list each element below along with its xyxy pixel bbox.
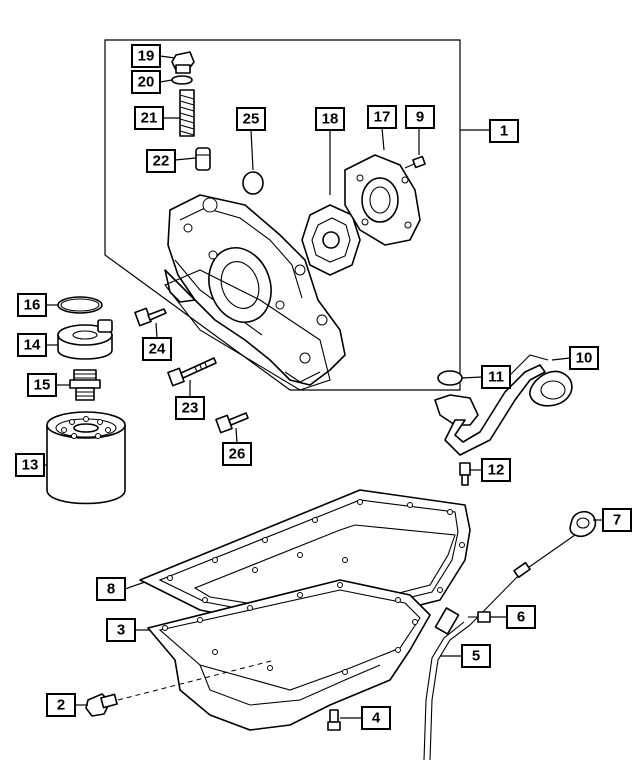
callout-20: 20 xyxy=(131,70,161,94)
bolt-23 xyxy=(167,357,217,387)
callout-22: 22 xyxy=(146,149,176,173)
svg-text:5: 5 xyxy=(472,648,480,665)
svg-text:3: 3 xyxy=(117,622,125,639)
svg-text:14: 14 xyxy=(24,337,41,354)
callout-10: 10 xyxy=(569,346,599,370)
callout-8: 8 xyxy=(96,577,126,601)
dipstick-tube-bolt xyxy=(468,611,491,623)
svg-text:4: 4 xyxy=(372,710,381,727)
oil-pump-gasket xyxy=(164,269,331,391)
leader-17 xyxy=(381,127,385,151)
svg-text:8: 8 xyxy=(107,581,115,598)
svg-text:26: 26 xyxy=(229,446,246,463)
svg-text:11: 11 xyxy=(488,369,504,386)
svg-text:17: 17 xyxy=(374,109,391,126)
callout-23: 23 xyxy=(175,396,205,420)
svg-text:7: 7 xyxy=(613,512,621,529)
svg-text:13: 13 xyxy=(22,457,39,474)
oil-pickup-tube xyxy=(434,354,573,456)
pan-bolt xyxy=(327,709,341,731)
plug-washer xyxy=(171,75,193,85)
pickup-bolt xyxy=(459,462,471,486)
o-ring xyxy=(242,171,264,195)
callout-11: 11 xyxy=(481,365,511,389)
callout-19: 19 xyxy=(131,44,161,68)
oil-dipstick xyxy=(469,510,597,626)
callout-16: 16 xyxy=(17,293,47,317)
svg-text:6: 6 xyxy=(517,609,525,626)
svg-text:18: 18 xyxy=(322,111,339,128)
oil-filter-adapter xyxy=(57,319,113,360)
svg-text:24: 24 xyxy=(149,341,166,358)
svg-text:22: 22 xyxy=(153,153,170,170)
oil-pump-rotor xyxy=(301,204,361,276)
leader-22 xyxy=(174,157,197,161)
svg-text:9: 9 xyxy=(416,109,424,126)
oil-pump-detail-outline xyxy=(104,39,461,391)
callout-21: 21 xyxy=(134,106,164,130)
svg-text:21: 21 xyxy=(141,110,158,127)
callout-15: 15 xyxy=(27,373,57,397)
svg-text:1: 1 xyxy=(500,123,508,140)
bolt-26 xyxy=(215,412,249,434)
callout-14: 14 xyxy=(17,333,47,357)
relief-valve-spring xyxy=(179,89,195,137)
drain-plug-alignment xyxy=(117,659,276,701)
leader-24 xyxy=(155,322,158,339)
callout-2: 2 xyxy=(46,693,76,717)
oil-pan xyxy=(147,579,431,731)
leader-25 xyxy=(250,129,254,171)
svg-text:2: 2 xyxy=(57,697,65,714)
svg-text:23: 23 xyxy=(182,400,199,417)
drain-plug xyxy=(85,693,118,717)
relief-valve xyxy=(195,147,211,171)
bolt-24 xyxy=(134,307,167,327)
cover-screw xyxy=(404,155,426,169)
callout-9: 9 xyxy=(405,105,435,129)
svg-text:19: 19 xyxy=(138,48,155,65)
callout-7: 7 xyxy=(602,508,632,532)
svg-text:16: 16 xyxy=(24,297,41,314)
svg-text:15: 15 xyxy=(34,377,51,394)
snap-ring-inner xyxy=(60,298,100,312)
svg-text:25: 25 xyxy=(243,111,260,128)
relief-valve-plug xyxy=(171,51,195,74)
leader-26 xyxy=(235,427,238,444)
svg-text:10: 10 xyxy=(576,350,593,367)
leader-10 xyxy=(551,357,571,361)
pickup-o-ring xyxy=(437,370,463,386)
oil-filter xyxy=(46,411,126,505)
callout-3: 3 xyxy=(106,618,136,642)
callout-24: 24 xyxy=(142,337,172,361)
leader-11 xyxy=(461,376,483,379)
callout-6: 6 xyxy=(506,605,536,629)
callout-18: 18 xyxy=(315,107,345,131)
svg-text:12: 12 xyxy=(488,462,505,479)
callout-5: 5 xyxy=(461,644,491,668)
callout-12: 12 xyxy=(481,458,511,482)
callout-25: 25 xyxy=(236,107,266,131)
callout-1: 1 xyxy=(489,119,519,143)
svg-text:20: 20 xyxy=(138,74,155,91)
callout-4: 4 xyxy=(361,706,391,730)
dipstick-tube xyxy=(423,607,471,761)
callout-26: 26 xyxy=(222,442,252,466)
leader-20 xyxy=(159,79,173,83)
callout-13: 13 xyxy=(15,453,45,477)
oil-filter-stud xyxy=(69,369,101,401)
leader-8 xyxy=(124,581,146,590)
callout-17: 17 xyxy=(367,105,397,129)
leader-19 xyxy=(159,55,176,59)
oil-pump-cover xyxy=(344,154,421,246)
